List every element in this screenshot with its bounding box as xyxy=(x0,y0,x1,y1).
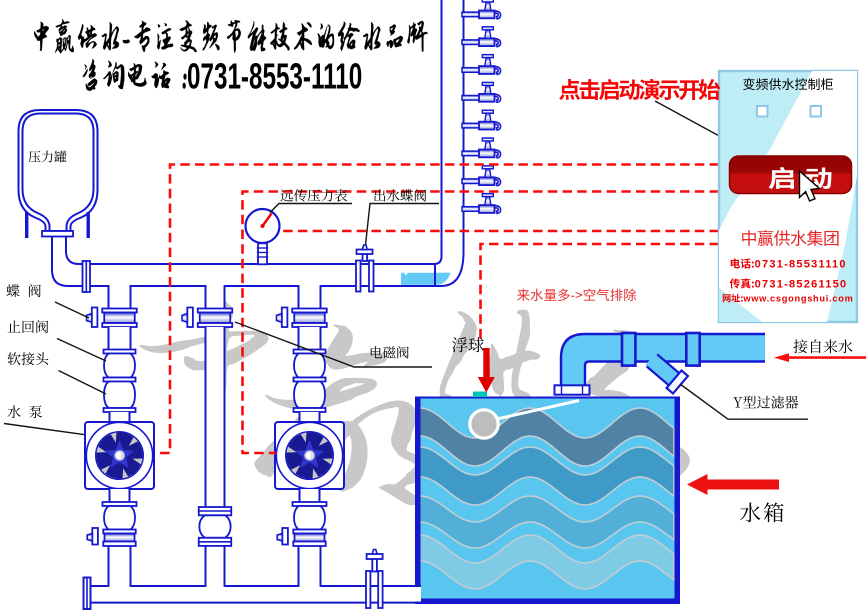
svg-text:0731-85531110: 0731-85531110 xyxy=(755,259,847,271)
svg-text:0731-8553-1110: 0731-8553-1110 xyxy=(187,55,362,96)
svg-text:www.csgongshui.com: www.csgongshui.com xyxy=(742,294,853,304)
svg-text:0731-85261150: 0731-85261150 xyxy=(755,279,848,291)
